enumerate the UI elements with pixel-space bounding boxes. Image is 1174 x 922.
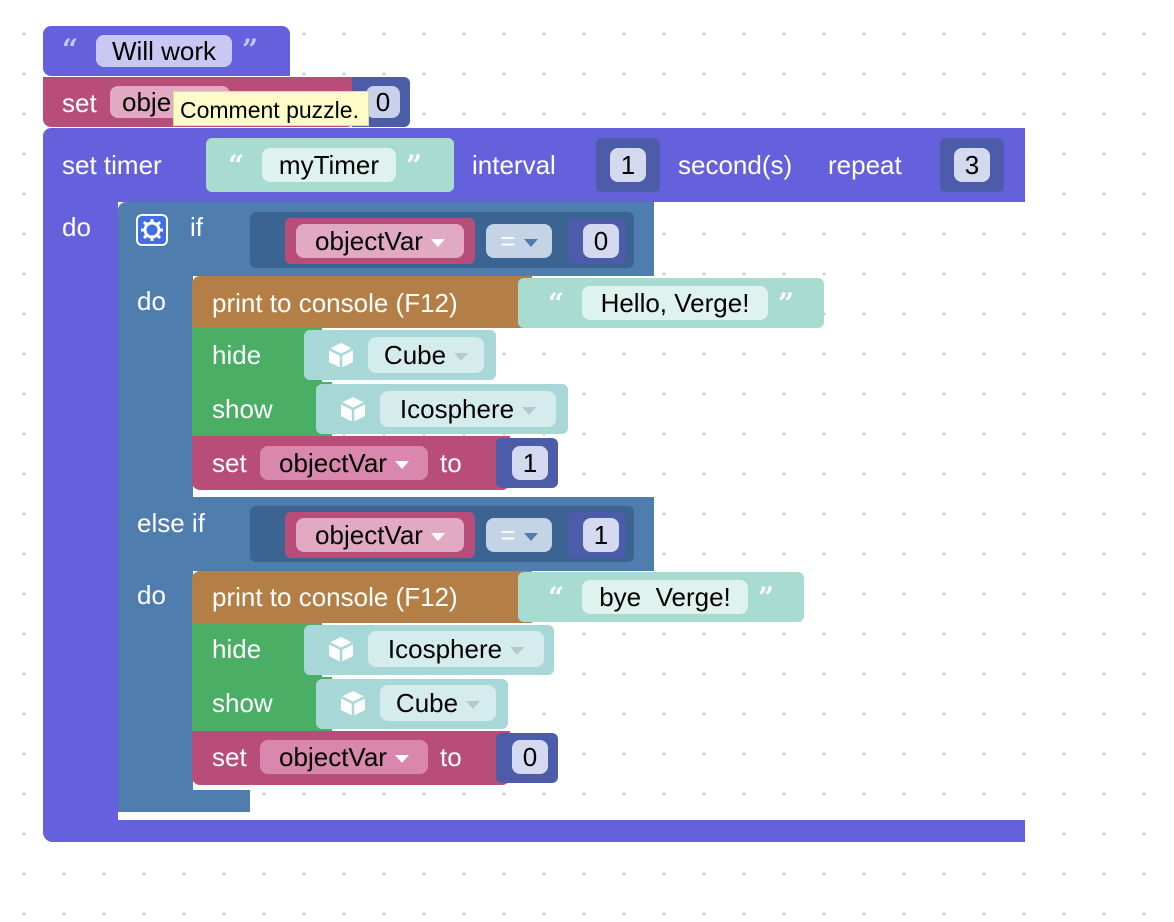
elseif-do-label: do [137,580,166,610]
interval-field[interactable]: 1 [610,148,646,182]
show-label-1: show [212,394,273,424]
set-timer-label: set timer [62,150,162,180]
print-label-1: print to console (F12) [212,288,458,318]
open-quote-icon: “ [548,287,565,320]
set-var-dropdown-2[interactable]: objectVar [260,740,428,774]
set-timer-left-rail [43,200,118,842]
interval-label: interval [472,150,556,180]
cond2-operator-dropdown[interactable]: = [486,518,552,552]
dropdown-arrow-icon [510,646,525,655]
show-label-2: show [212,688,273,718]
close-quote-icon: ” [778,287,795,320]
show-object-dropdown-2[interactable]: Cube [380,685,496,721]
dropdown-arrow-icon [466,700,481,709]
dropdown-arrow-icon [522,406,537,415]
timer-do-label: do [62,212,91,242]
hide-block-1[interactable] [192,328,322,382]
comment-text-field[interactable]: Will work [96,35,232,67]
cond1-operator-dropdown[interactable]: = [486,224,552,258]
open-quote-icon: “ [548,581,565,614]
hide-object-dropdown-1[interactable]: Cube [368,337,484,373]
cube-icon [340,691,366,716]
timer-name-field[interactable]: myTimer [262,148,396,182]
if-label: if [190,212,203,242]
print-text-field-1[interactable]: Hello, Verge! [582,286,768,320]
cond2-var-dropdown[interactable]: objectVar [296,518,464,552]
print-block-1[interactable] [192,276,532,328]
repeat-field[interactable]: 3 [954,148,990,182]
print-label-2: print to console (F12) [212,582,458,612]
tooltip-text: Comment puzzle. [180,97,359,123]
dropdown-arrow-icon [523,238,538,247]
to-label-2: to [440,742,462,772]
set-value-field-2[interactable]: 0 [512,740,548,774]
set-label: set [62,88,97,118]
show-object-dropdown-1[interactable]: Icosphere [380,391,556,427]
show-block-2[interactable] [192,677,332,731]
set-value-field[interactable]: 0 [366,86,400,118]
set-value-field-1[interactable]: 1 [512,446,548,480]
if-do-label: do [137,286,166,316]
set-label-1: set [212,448,247,478]
show-block-1[interactable] [192,382,332,436]
cond1-var-dropdown[interactable]: objectVar [296,224,464,258]
cond2-value-field[interactable]: 1 [583,518,619,552]
set-var-dropdown-1[interactable]: objectVar [260,446,428,480]
hide-label-1: hide [212,340,262,370]
print-block-2[interactable] [192,571,532,623]
hide-object-dropdown-2[interactable]: Icosphere [368,631,544,667]
if-settings-gear-icon[interactable] [136,214,168,246]
comment-tooltip [173,91,369,126]
set-label-2: set [212,742,247,772]
hide-block-2[interactable] [192,623,322,677]
hide-label-2: hide [212,634,262,664]
set-timer-bottom-bar [43,820,1025,842]
cond1-value-field[interactable]: 0 [583,224,619,258]
print-text-field-2[interactable]: bye Verge! [582,580,748,614]
open-quote-icon: “ [228,149,245,182]
close-quote-icon: ” [406,149,423,182]
close-quote-icon: ” [242,33,259,66]
close-quote-icon: ” [758,581,775,614]
if-bottom-bar [118,790,250,812]
seconds-label: second(s) [678,150,793,180]
repeat-label: repeat [828,150,902,180]
dropdown-arrow-icon [394,460,409,469]
elseif-label: else if [137,508,205,538]
cube-icon [328,637,354,662]
dropdown-arrow-icon [394,754,409,763]
dropdown-arrow-icon [523,532,538,541]
open-quote-icon: “ [62,33,79,66]
dropdown-arrow-icon [430,238,445,247]
cube-icon [340,397,366,422]
dropdown-arrow-icon [454,352,469,361]
cube-icon [328,343,354,368]
to-label-1: to [440,448,462,478]
dropdown-arrow-icon [430,532,445,541]
